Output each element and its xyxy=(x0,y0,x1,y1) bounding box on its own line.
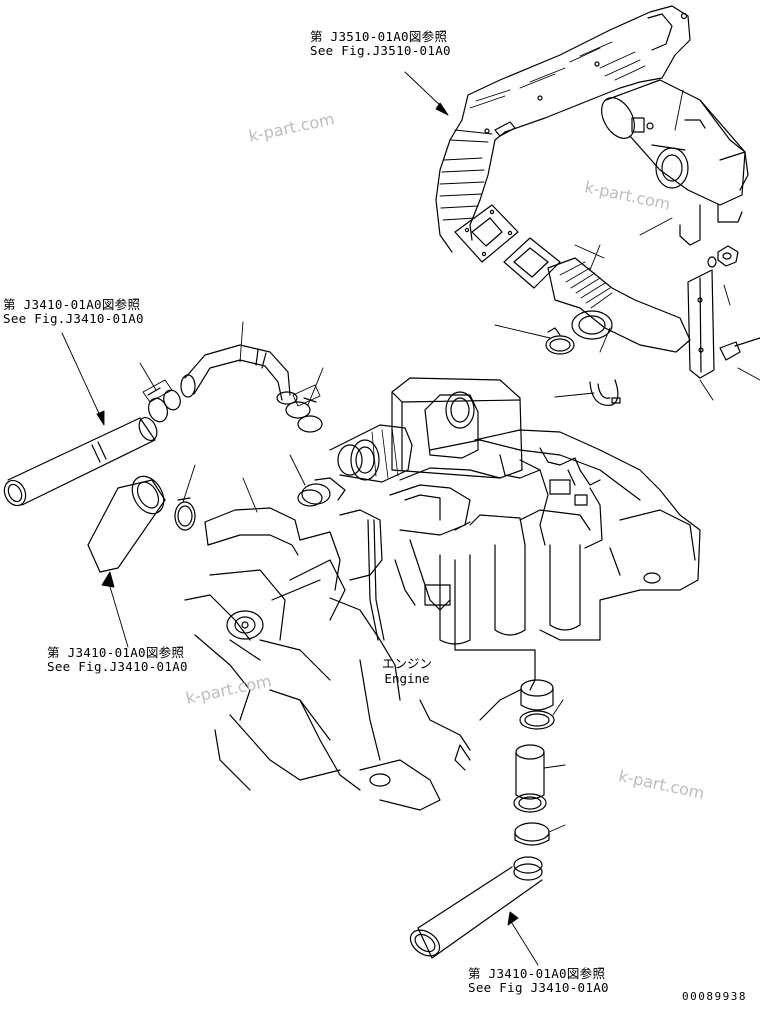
engine-label-jp: エンジン xyxy=(382,656,433,671)
reference-jp: 第 J3510-01A0図参照 xyxy=(310,29,448,44)
nut xyxy=(707,245,739,268)
upper-intake-duct xyxy=(435,5,691,263)
reference-en: See Fig.J3410-01A0 xyxy=(47,659,188,674)
lower-intake-pipe xyxy=(409,863,543,959)
flex-hose xyxy=(547,257,691,353)
reference-en: See Fig J3410-01A0 xyxy=(468,980,609,995)
reference-en: See Fig.J3510-01A0 xyxy=(310,43,451,58)
bracket xyxy=(687,269,715,379)
elbow-pipe-left xyxy=(87,475,166,573)
engine-label-en: Engine xyxy=(384,671,430,686)
lower-rubber-hose xyxy=(174,497,301,556)
engine-block xyxy=(299,429,701,811)
drawing-number: 00089938 xyxy=(682,990,747,1003)
bolt xyxy=(719,337,760,361)
intake-pipe-left xyxy=(3,417,158,507)
lower-hose-connectors xyxy=(513,679,555,874)
reference-label-top: 第 J3510-01A0図参照 See Fig.J3510-01A0 xyxy=(310,30,451,58)
gasket xyxy=(503,237,561,289)
reference-jp: 第 J3410-01A0図参照 xyxy=(468,966,606,981)
upper-rubber-hose xyxy=(180,344,298,405)
reference-label-middle: 第 J3410-01A0図参照 See Fig.J3410-01A0 xyxy=(47,646,188,674)
reference-en: See Fig.J3410-01A0 xyxy=(3,311,144,326)
reference-jp: 第 J3410-01A0図参照 xyxy=(47,645,185,660)
cooling-fan xyxy=(184,559,346,791)
mounting-band xyxy=(589,379,621,406)
turbo-intake-assembly xyxy=(297,377,523,507)
leader-lines xyxy=(61,71,760,966)
air-cleaner xyxy=(601,79,749,246)
reference-label-bottom: 第 J3410-01A0図参照 See Fig J3410-01A0 xyxy=(468,967,609,995)
engine-label: エンジン Engine xyxy=(382,656,432,686)
reference-label-left: 第 J3410-01A0図参照 See Fig.J3410-01A0 xyxy=(3,298,144,326)
hose-clamp xyxy=(545,327,575,355)
reference-jp: 第 J3410-01A0図参照 xyxy=(3,297,141,312)
small-tags xyxy=(142,379,321,407)
